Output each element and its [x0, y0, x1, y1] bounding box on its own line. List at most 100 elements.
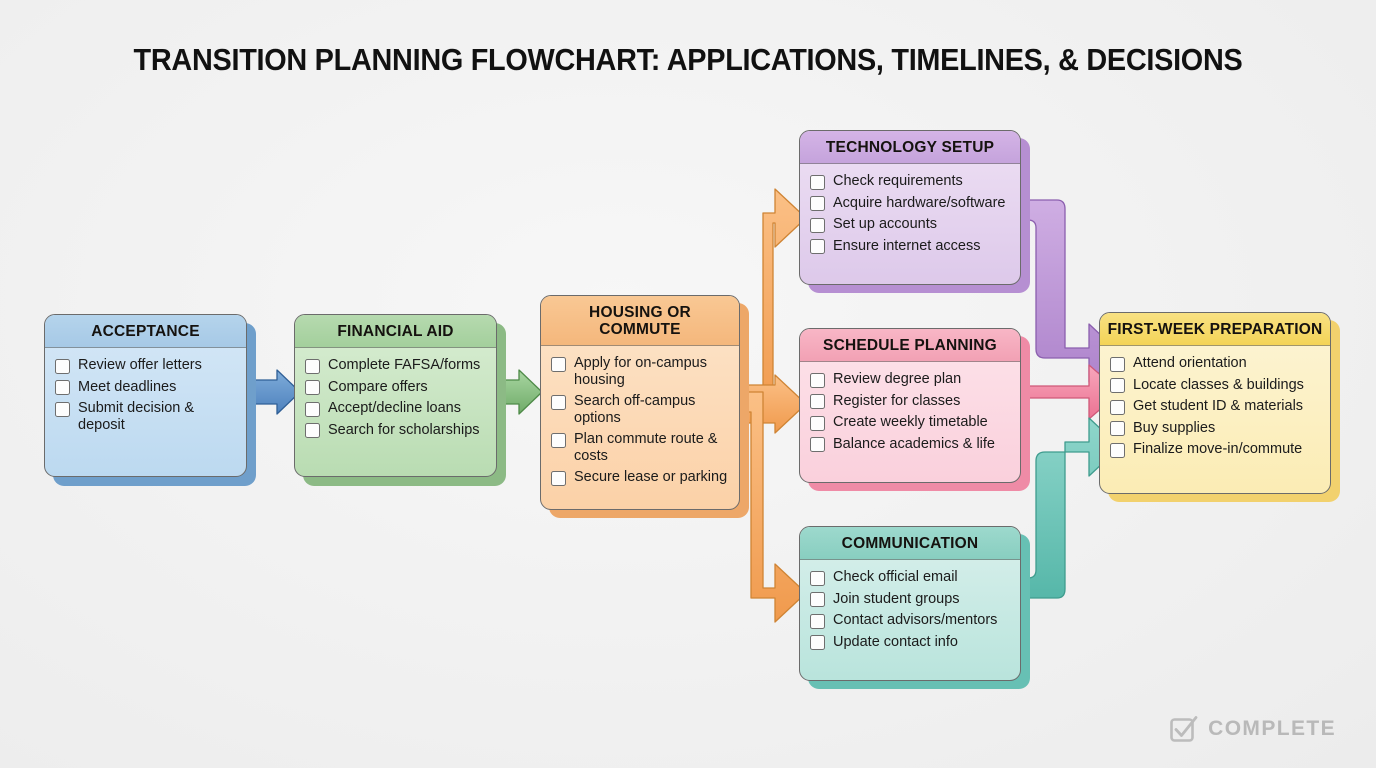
node-items-housing-or-commute: Apply for on-campus housing Search off-c…	[541, 346, 739, 496]
checkbox-icon[interactable]	[810, 570, 825, 586]
list-item-label: Finalize move-in/commute	[1133, 441, 1303, 457]
list-item[interactable]: Finalize move-in/commute	[1110, 441, 1320, 458]
checkbox-icon[interactable]	[810, 196, 825, 211]
checkbox-icon[interactable]	[551, 470, 566, 486]
node-title-housing-or-commute: HOUSING OR COMMUTE	[541, 296, 739, 346]
node-title-schedule-planning: SCHEDULE PLANNING	[800, 329, 1020, 362]
checkbox-icon[interactable]	[810, 635, 825, 650]
checkbox-icon[interactable]	[810, 217, 825, 233]
list-item[interactable]: Acquire hardware/software	[810, 194, 1010, 211]
node-items-communication: Check official email Join student groups…	[800, 560, 1020, 660]
checkbox-icon[interactable]	[55, 358, 70, 374]
checkbox-icon[interactable]	[1110, 399, 1125, 415]
list-item[interactable]: Review degree plan	[810, 371, 1010, 388]
list-item-label: Get student ID & materials	[1133, 398, 1304, 414]
list-item[interactable]: Meet deadlines	[55, 378, 236, 395]
list-item-label: Create weekly timetable	[833, 414, 988, 430]
list-item-label: Complete FAFSA/forms	[328, 357, 481, 373]
arrow-housing-to-communication	[744, 391, 807, 623]
list-item-label: Set up accounts	[833, 216, 937, 232]
list-item[interactable]: Review offer letters	[55, 357, 236, 374]
list-item[interactable]: Search for scholarships	[305, 421, 486, 438]
list-item[interactable]: Check official email	[810, 569, 1010, 586]
list-item[interactable]: Ensure internet access	[810, 238, 1010, 254]
list-item-label: Update contact info	[833, 633, 958, 650]
node-schedule-planning[interactable]: SCHEDULE PLANNING Review degree plan Reg…	[799, 328, 1021, 483]
list-item-label: Search off-campus options	[574, 393, 696, 426]
list-item[interactable]: Attend orientation	[1110, 355, 1320, 372]
checkbox-icon[interactable]	[810, 174, 825, 190]
list-item-label: Apply for on-campus housing	[574, 355, 707, 388]
list-item[interactable]: Search off-campus options	[551, 393, 729, 426]
node-items-technology-setup: Check requirements Acquire hardware/soft…	[800, 164, 1020, 264]
checkbox-icon[interactable]	[305, 423, 320, 438]
checkbox-icon[interactable]	[1110, 378, 1125, 393]
list-item-label: Review degree plan	[833, 371, 962, 387]
checkbox-icon[interactable]	[810, 415, 825, 431]
list-item[interactable]: Secure lease or parking	[551, 469, 729, 486]
list-item[interactable]: Set up accounts	[810, 216, 1010, 233]
checkbox-icon[interactable]	[810, 592, 825, 607]
list-item[interactable]: Join student groups	[810, 591, 1010, 607]
checkbox-icon[interactable]	[810, 372, 825, 388]
list-item-label: Locate classes & buildings	[1133, 376, 1304, 393]
list-item[interactable]: Submit decision & deposit	[55, 400, 236, 433]
list-item-label: Contact advisors/mentors	[833, 612, 998, 628]
checkbox-icon[interactable]	[810, 613, 825, 629]
list-item-label: Secure lease or parking	[574, 469, 728, 485]
list-item-label: Submit decision & deposit	[78, 400, 195, 433]
checkbox-icon[interactable]	[55, 380, 70, 395]
checkbox-icon[interactable]	[305, 380, 320, 395]
checkbox-icon[interactable]	[810, 239, 825, 254]
list-item[interactable]: Contact advisors/mentors	[810, 612, 1010, 629]
node-acceptance[interactable]: ACCEPTANCE Review offer letters Meet dea…	[44, 314, 247, 477]
checkbox-icon[interactable]	[305, 401, 320, 417]
checkbox-icon[interactable]	[305, 358, 320, 374]
node-financial-aid[interactable]: FINANCIAL AID Complete FAFSA/forms Compa…	[294, 314, 497, 477]
list-item[interactable]: Accept/decline loans	[305, 400, 486, 417]
list-item[interactable]: Locate classes & buildings	[1110, 376, 1320, 393]
node-items-schedule-planning: Review degree plan Register for classes …	[800, 362, 1020, 462]
list-item[interactable]: Balance academics & life	[810, 435, 1010, 452]
checkbox-icon[interactable]	[810, 394, 825, 409]
list-item[interactable]: Compare offers	[305, 379, 486, 395]
list-item[interactable]: Apply for on-campus housing	[551, 355, 729, 388]
status-badge: COMPLETE	[1169, 714, 1336, 744]
list-item-label: Review offer letters	[78, 357, 202, 373]
list-item-label: Meet deadlines	[78, 378, 177, 395]
checkbox-icon[interactable]	[1110, 356, 1125, 372]
list-item-label: Check official email	[833, 569, 958, 585]
node-items-acceptance: Review offer letters Meet deadlines Subm…	[45, 348, 246, 443]
list-item-label: Plan commute route & costs	[574, 431, 718, 464]
list-item[interactable]: Plan commute route & costs	[551, 431, 729, 464]
list-item[interactable]: Create weekly timetable	[810, 414, 1010, 431]
checkbox-icon[interactable]	[810, 437, 825, 452]
checked-box-icon	[1170, 716, 1198, 742]
list-item-label: Balance academics & life	[833, 435, 995, 452]
checkbox-icon[interactable]	[1110, 442, 1125, 458]
node-first-week-preparation[interactable]: FIRST-WEEK PREPARATION Attend orientatio…	[1099, 312, 1331, 494]
list-item[interactable]: Complete FAFSA/forms	[305, 357, 486, 374]
list-item-label: Search for scholarships	[328, 421, 480, 438]
checkbox-icon[interactable]	[551, 432, 566, 448]
list-item-label: Register for classes	[833, 392, 961, 409]
list-item[interactable]: Get student ID & materials	[1110, 398, 1320, 415]
checkbox-icon[interactable]	[551, 356, 566, 372]
list-item[interactable]: Register for classes	[810, 392, 1010, 409]
status-badge-label: COMPLETE	[1208, 717, 1336, 740]
list-item[interactable]: Buy supplies	[1110, 420, 1320, 436]
list-item[interactable]: Check requirements	[810, 173, 1010, 190]
list-item-label: Acquire hardware/software	[833, 194, 1006, 211]
checkbox-icon[interactable]	[551, 394, 566, 410]
checkbox-icon[interactable]	[1110, 421, 1125, 436]
list-item-label: Attend orientation	[1133, 355, 1247, 371]
node-housing-or-commute[interactable]: HOUSING OR COMMUTE Apply for on-campus h…	[540, 295, 740, 510]
list-item[interactable]: Update contact info	[810, 633, 1010, 650]
node-communication[interactable]: COMMUNICATION Check official email Join …	[799, 526, 1021, 681]
node-title-communication: COMMUNICATION	[800, 527, 1020, 560]
node-technology-setup[interactable]: TECHNOLOGY SETUP Check requirements Acqu…	[799, 130, 1021, 285]
list-item-label: Accept/decline loans	[328, 400, 461, 416]
checkbox-icon[interactable]	[55, 401, 70, 417]
arrow-technology-to-first-week	[1017, 199, 1121, 383]
list-item-label: Check requirements	[833, 173, 963, 189]
